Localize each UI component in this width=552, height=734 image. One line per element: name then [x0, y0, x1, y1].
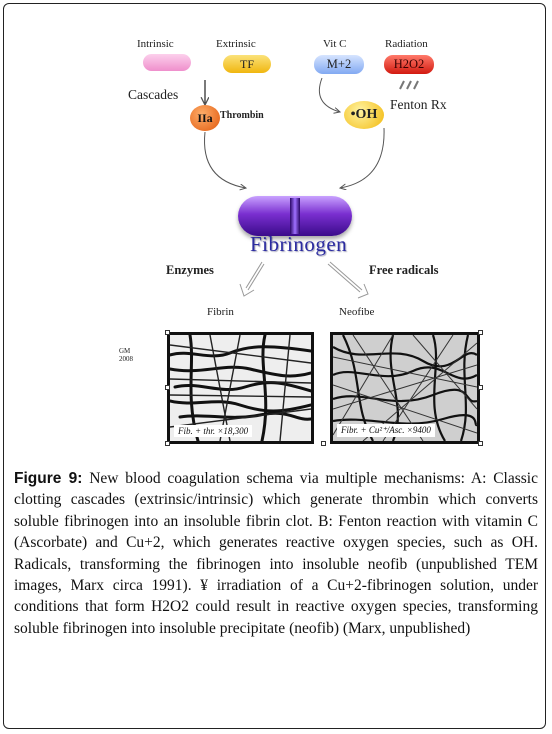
figure-frame [3, 3, 546, 729]
free-radicals-arrow [327, 261, 369, 299]
year-label: 2008 [119, 355, 133, 363]
oh-node: •OH [344, 101, 384, 129]
diagram-arrows [0, 77, 385, 299]
selection-handle [478, 441, 483, 446]
m2-pill: M+2 [314, 55, 364, 74]
enzymes-label: Enzymes [166, 263, 214, 277]
fibrin-tem-image: Fib. + thr. ×18,300 [167, 332, 314, 444]
fibrinogen-label: Fibrinogen [250, 232, 348, 256]
h2o2-pill: H2O2 [384, 55, 434, 74]
selection-handle [165, 385, 170, 390]
selection-handle [165, 330, 170, 335]
figure-label: Figure 9: [14, 470, 83, 487]
enzymes-arrow [239, 261, 265, 297]
caption-text: New blood coagulation schema via multipl… [14, 470, 538, 637]
gm-label: GM [119, 347, 131, 355]
fenton-label: Fenton Rx [390, 97, 447, 112]
intrinsic-label: Intrinsic [137, 38, 174, 50]
neofibe-image-caption: Fibr. + Cu²⁺/Asc. ×9400 [337, 424, 435, 437]
iia-node: IIa [190, 105, 220, 131]
radiation-label: Radiation [385, 38, 428, 50]
thrombin-label: Thrombin [220, 110, 264, 121]
selection-handle [478, 330, 483, 335]
figure-caption: Figure 9: New blood coagulation schema v… [14, 468, 538, 639]
radiation-rays-icon [399, 80, 419, 90]
free-radicals-label: Free radicals [369, 263, 439, 277]
fibrinogen-capsule [238, 196, 352, 236]
fibrin-label: Fibrin [207, 306, 234, 318]
cascades-label: Cascades [128, 87, 179, 102]
tf-pill: TF [223, 55, 271, 73]
fibrin-image-caption: Fib. + thr. ×18,300 [174, 425, 253, 437]
extrinsic-label: Extrinsic [216, 38, 256, 50]
intrinsic-pill [143, 54, 191, 71]
vit-c-label: Vit C [323, 38, 347, 50]
selection-handle [165, 441, 170, 446]
selection-handle [321, 441, 326, 446]
neofibe-tem-image: Fibr. + Cu²⁺/Asc. ×9400 [330, 332, 480, 444]
neofibe-label: Neofibe [339, 306, 375, 318]
selection-handle [478, 385, 483, 390]
